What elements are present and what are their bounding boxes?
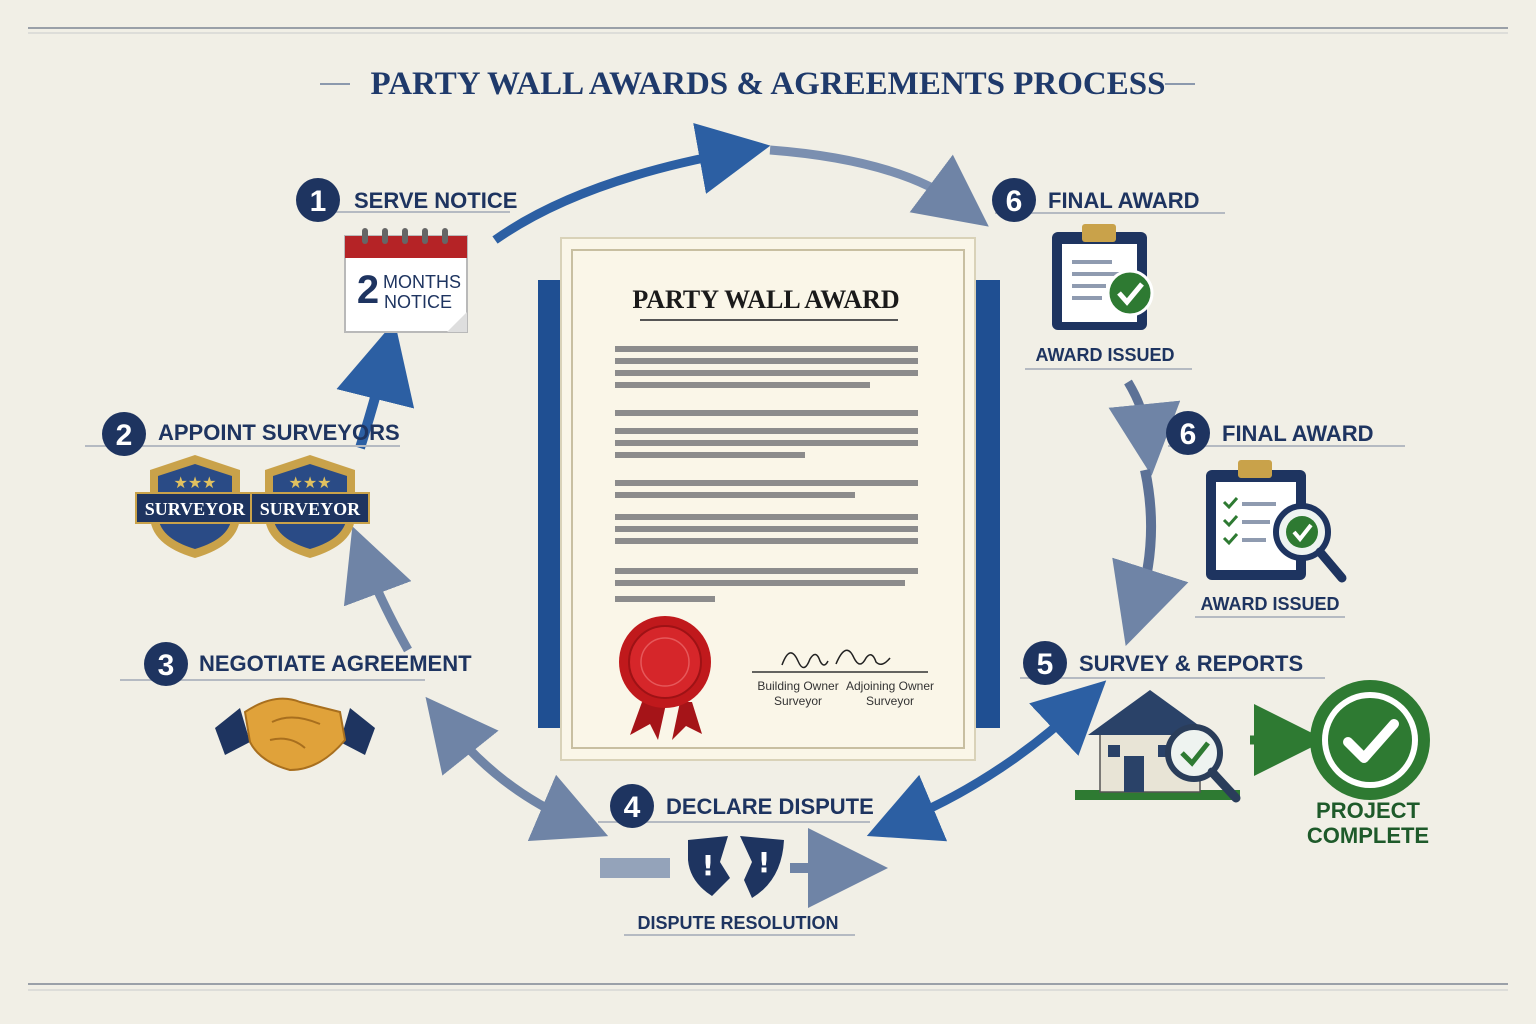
arrow-award-down xyxy=(1108,379,1181,476)
notice-period-number: 2 xyxy=(357,268,379,312)
house-inspection-icon xyxy=(1075,690,1241,803)
notice-period-unit: MONTHS xyxy=(383,272,461,292)
document-text-lines xyxy=(615,346,918,602)
page-title: PARTY WALL AWARDS & AGREEMENTS PROCESS xyxy=(371,66,1166,102)
step-final-award-top: 6 FINAL AWARD AWARD ISSUED xyxy=(992,178,1225,370)
step-caption: AWARD ISSUED xyxy=(1200,594,1339,614)
wax-seal-icon xyxy=(619,616,711,740)
complete-line1: PROJECT xyxy=(1316,798,1420,823)
step-negotiate-agreement: 3 NEGOTIATE AGREEMENT xyxy=(120,642,472,772)
step-number: 3 xyxy=(158,649,175,682)
sig-left-role: Building Owner xyxy=(757,679,838,693)
arrow-notice-to-award xyxy=(492,122,771,244)
arrow-final-to-survey xyxy=(1112,468,1189,647)
broken-shield-icon: ! ! xyxy=(688,836,784,898)
award-document: PARTY WALL AWARD xyxy=(538,237,1000,761)
step-label: FINAL AWARD xyxy=(1048,188,1200,213)
arrow-dispute-survey xyxy=(866,680,1107,842)
badge-label: SURVEYOR xyxy=(260,499,361,519)
step-serve-notice: 1 SERVE NOTICE 2 MONTHS NOTICE xyxy=(296,178,517,333)
step-number: 6 xyxy=(1006,185,1023,218)
clipboard-check-icon xyxy=(1052,224,1154,330)
step-label: NEGOTIATE AGREEMENT xyxy=(199,651,472,676)
arrow-top-to-final xyxy=(769,145,989,227)
arrow-negotiate-to-surveyors xyxy=(343,526,412,653)
check-icon xyxy=(1343,719,1399,763)
step-label: APPOINT SURVEYORS xyxy=(158,420,400,445)
badge-label: SURVEYOR xyxy=(145,499,246,519)
step-final-award-mid: 6 FINAL AWARD AWARD ISSUED xyxy=(1166,411,1405,618)
complete-line2: COMPLETE xyxy=(1307,823,1429,848)
handshake-icon xyxy=(215,697,375,772)
step-label: SURVEY & REPORTS xyxy=(1079,651,1303,676)
step-appoint-surveyors: 2 APPOINT SURVEYORS ★★★ SURVEYOR ★★★ SUR… xyxy=(85,412,400,558)
sig-right-title: Surveyor xyxy=(866,694,914,708)
svg-text:!: ! xyxy=(758,846,771,879)
title-block: PARTY WALL AWARDS & AGREEMENTS PROCESS xyxy=(320,66,1195,102)
surveyor-badge-icon: ★★★ SURVEYOR xyxy=(135,455,255,558)
clipboard-magnifier-icon xyxy=(1206,460,1347,583)
sig-right-role: Adjoining Owner xyxy=(846,679,934,693)
step-caption: AWARD ISSUED xyxy=(1035,345,1174,365)
signatures: Building Owner Surveyor Adjoining Owner … xyxy=(752,649,934,708)
svg-text:★★★: ★★★ xyxy=(173,473,216,492)
step-label: FINAL AWARD xyxy=(1222,421,1374,446)
surveyor-badge-icon: ★★★ SURVEYOR xyxy=(250,455,370,558)
step-number: 6 xyxy=(1180,418,1197,451)
step-number: 2 xyxy=(116,419,133,452)
step-number: 5 xyxy=(1037,648,1054,681)
step-declare-dispute: 4 DECLARE DISPUTE ! ! DISPUTE RESOLUTION xyxy=(598,784,874,936)
svg-text:★★★: ★★★ xyxy=(288,473,331,492)
calendar-icon: 2 MONTHS NOTICE xyxy=(344,228,468,333)
project-complete: PROJECT COMPLETE xyxy=(1307,680,1430,848)
notice-period-word: NOTICE xyxy=(384,292,452,312)
arrow-negotiate-dispute xyxy=(425,696,609,841)
step-survey-reports: 5 SURVEY & REPORTS xyxy=(1020,641,1325,803)
svg-text:!: ! xyxy=(702,849,715,882)
step-number: 4 xyxy=(624,791,641,824)
document-title: PARTY WALL AWARD xyxy=(632,285,899,314)
page-frame xyxy=(28,27,1508,991)
step-label: DECLARE DISPUTE xyxy=(666,794,874,819)
sig-left-title: Surveyor xyxy=(774,694,822,708)
step-number: 1 xyxy=(310,185,327,218)
step-label: SERVE NOTICE xyxy=(354,188,517,213)
flow-arrows xyxy=(336,122,1326,908)
arrow-surveyors-to-notice xyxy=(336,321,415,450)
step-caption: DISPUTE RESOLUTION xyxy=(637,913,838,933)
